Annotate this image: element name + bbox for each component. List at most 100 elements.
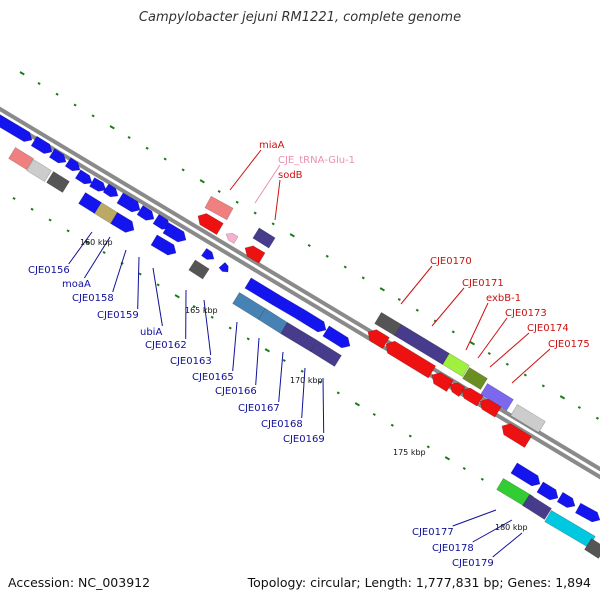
gene-feature[interactable] <box>89 177 109 195</box>
gene-feature[interactable] <box>382 338 437 379</box>
gene-label[interactable]: CJE0167 <box>238 403 280 414</box>
gene-label[interactable]: CJE0159 <box>97 310 139 321</box>
gene-feature[interactable] <box>584 538 600 559</box>
gene-feature[interactable] <box>252 227 276 249</box>
gene-feature[interactable] <box>78 192 102 214</box>
kbp-label: 160 kbp <box>80 238 113 247</box>
label-leader-line <box>477 317 508 359</box>
gene-feature[interactable] <box>556 491 578 510</box>
gene-feature[interactable] <box>499 420 532 448</box>
gene-feature[interactable] <box>536 481 561 503</box>
backbone-inner-line <box>0 114 600 480</box>
gene-label[interactable]: CJE0166 <box>215 386 257 397</box>
gene-feature[interactable] <box>64 157 83 174</box>
gene-feature[interactable] <box>242 243 266 264</box>
gene-feature[interactable] <box>204 195 234 221</box>
gene-feature[interactable] <box>394 324 450 365</box>
gene-feature[interactable] <box>510 462 543 489</box>
gene-label[interactable]: CJE0156 <box>28 265 70 276</box>
gene-feature[interactable] <box>94 202 118 224</box>
tick-mark <box>84 240 90 245</box>
gene-label[interactable]: miaA <box>259 140 285 151</box>
label-leader-line <box>68 231 93 265</box>
gene-label[interactable]: exbB-1 <box>486 293 521 304</box>
tick-mark <box>246 337 250 341</box>
gene-feature[interactable] <box>429 369 454 392</box>
tick-mark <box>469 341 476 346</box>
gene-feature[interactable] <box>195 210 224 236</box>
gene-label[interactable]: CJE0165 <box>192 372 234 383</box>
gene-feature[interactable] <box>272 294 304 320</box>
gene-feature[interactable] <box>365 326 390 349</box>
tick-mark <box>55 92 59 96</box>
gene-label[interactable]: CJE0175 <box>548 339 590 350</box>
gene-feature[interactable] <box>26 159 52 182</box>
gene-feature[interactable] <box>116 192 143 215</box>
accession-label: Accession: NC_003912 <box>8 575 151 590</box>
gene-label[interactable]: CJE0171 <box>462 278 504 289</box>
gene-feature[interactable] <box>188 259 210 280</box>
gene-feature[interactable] <box>574 502 600 525</box>
tick-mark <box>336 391 340 395</box>
gene-feature[interactable] <box>296 308 329 335</box>
gene-label[interactable]: CJE0178 <box>432 543 474 554</box>
label-leader-line <box>322 377 325 434</box>
gene-label[interactable]: moaA <box>62 279 91 290</box>
gene-feature[interactable] <box>30 135 55 156</box>
label-leader-line <box>254 164 281 204</box>
gene-label[interactable]: CJE0179 <box>452 558 494 569</box>
gene-label[interactable]: ubiA <box>140 327 162 338</box>
gene-feature[interactable] <box>0 112 35 144</box>
label-leader-line <box>112 249 127 293</box>
gene-feature[interactable] <box>8 147 34 170</box>
gene-label[interactable]: sodB <box>278 170 303 181</box>
gene-feature[interactable] <box>322 325 353 351</box>
gene-label[interactable]: CJE0173 <box>505 308 547 319</box>
gene-feature[interactable] <box>462 367 488 390</box>
kbp-label: 165 kbp <box>185 306 218 315</box>
tick-mark <box>37 81 41 85</box>
gene-feature[interactable] <box>447 379 466 397</box>
label-leader-line <box>492 532 523 558</box>
gene-feature[interactable] <box>201 247 216 262</box>
gene-feature[interactable] <box>46 171 70 193</box>
gene-label[interactable]: CJE0163 <box>170 356 212 367</box>
gene-label[interactable]: CJE0177 <box>412 527 454 538</box>
gene-label[interactable]: CJE0168 <box>261 419 303 430</box>
gene-label[interactable]: CJE0162 <box>145 340 187 351</box>
gene-feature[interactable] <box>480 383 514 411</box>
gene-label[interactable]: CJE_tRNA-Glu-1 <box>278 155 355 166</box>
gene-feature[interactable] <box>136 204 157 223</box>
gene-label[interactable]: CJE0169 <box>283 434 325 445</box>
gene-feature[interactable] <box>110 212 138 235</box>
gene-feature[interactable] <box>150 234 179 258</box>
gene-label[interactable]: CJE0174 <box>527 323 569 334</box>
label-leader-line <box>452 509 497 527</box>
gene-feature[interactable] <box>510 404 546 433</box>
gene-feature[interactable] <box>258 308 288 334</box>
gene-label[interactable]: CJE0158 <box>72 293 114 304</box>
gene-feature[interactable] <box>442 353 470 377</box>
gene-feature[interactable] <box>310 340 342 367</box>
tick-mark <box>91 114 95 118</box>
gene-feature[interactable] <box>48 148 68 166</box>
label-leader-line <box>137 256 140 310</box>
gene-feature[interactable] <box>522 494 552 520</box>
gene-feature[interactable] <box>162 222 189 245</box>
tick-mark <box>451 330 455 334</box>
gene-feature[interactable] <box>218 261 231 274</box>
genome-backbone <box>0 106 600 480</box>
label-leader-line <box>465 302 489 351</box>
gene-label[interactable]: CJE0170 <box>430 256 472 267</box>
gene-feature[interactable] <box>244 277 280 306</box>
gene-feature[interactable] <box>459 385 484 407</box>
tick-mark <box>217 189 221 193</box>
gene-feature[interactable] <box>224 231 239 244</box>
gene-feature[interactable] <box>477 396 502 418</box>
tick-mark <box>282 358 286 362</box>
tick-mark <box>505 362 509 366</box>
gene-feature[interactable] <box>102 183 121 200</box>
gene-feature[interactable] <box>74 169 94 187</box>
